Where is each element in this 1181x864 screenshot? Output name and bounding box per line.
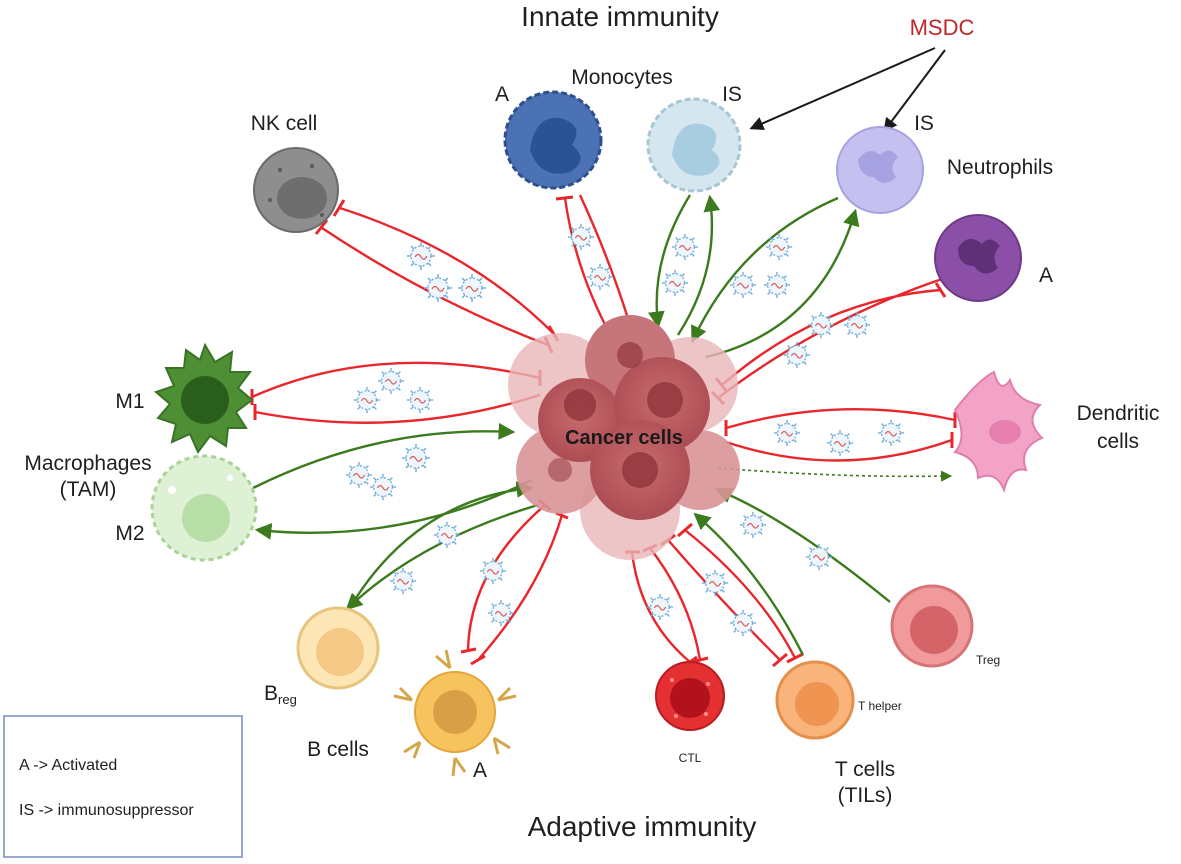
dendritic-cells-label: cells	[1097, 430, 1139, 453]
th-inhibit-1	[667, 539, 781, 661]
nk-cell-icon	[253, 147, 339, 233]
ctl-label: CTL	[679, 751, 702, 765]
mono-a-inhibit-2	[578, 194, 632, 326]
neutrophil-a-label: A	[1039, 264, 1053, 287]
neu-is-promote-2	[705, 208, 860, 359]
breg-promote-2	[345, 503, 539, 611]
t-helper-cell-icon	[775, 660, 855, 740]
m2-promote-2	[254, 478, 533, 540]
m2-label: M2	[115, 522, 144, 545]
monocyte-is-label: IS	[722, 83, 742, 106]
b-reg-cell-icon	[296, 606, 380, 690]
msdc-arrows	[749, 47, 946, 133]
promotion-connectors	[252, 194, 953, 656]
m2-promote-1	[252, 422, 516, 490]
neutrophil-is-label: IS	[914, 112, 934, 135]
m1-inhibit-1	[251, 361, 541, 399]
th-inhibit-2	[684, 529, 797, 659]
dc-inhibit-2	[725, 438, 953, 462]
dc-inhibit-1	[725, 408, 956, 430]
nk-cell-label: NK cell	[251, 112, 318, 135]
dendritic-cell-icon	[953, 370, 1044, 494]
legend-activated: A -> Activated	[19, 757, 118, 774]
monocytes-label: Monocytes	[571, 66, 673, 89]
mono-a-inhibit-1	[563, 197, 614, 339]
macrophage-m1-icon	[154, 342, 254, 454]
dendritic-label: Dendritic	[1077, 402, 1160, 425]
b-cell-a-label: A	[473, 759, 487, 782]
ctl-inhibit-1	[630, 551, 691, 663]
msdc-label: MSDC	[910, 15, 975, 40]
mono-is-promote-1	[648, 194, 692, 329]
t-helper-label: T helper	[858, 699, 902, 713]
neutrophils-label: Neutrophils	[947, 156, 1053, 179]
cancer-cells-cluster	[508, 315, 740, 560]
b-reg-label: Breg	[264, 682, 297, 707]
treg-label: Treg	[976, 653, 1000, 667]
innate-immunity-heading: Innate immunity	[521, 1, 719, 32]
neu-is-promote-1	[691, 196, 839, 344]
tam-label: (TAM)	[60, 478, 117, 501]
th-promote-1	[693, 512, 805, 656]
cancer-cells-label: Cancer cells	[565, 427, 683, 449]
monocyte-immunosuppressor-icon	[646, 97, 742, 193]
m1-inhibit-2	[254, 393, 541, 424]
neutrophil-activated-icon	[934, 214, 1022, 302]
ctl-inhibit-2	[649, 547, 702, 661]
bcell-a-inhibit-2	[477, 514, 564, 661]
m1-label: M1	[115, 390, 144, 413]
treg-promote-1	[714, 487, 891, 603]
b-cell-activated-icon	[393, 649, 517, 777]
legend-immunosuppressor: IS -> immunosuppressor	[19, 802, 194, 819]
monocyte-a-label: A	[495, 83, 509, 106]
b-cells-label: B cells	[307, 738, 369, 761]
adaptive-immunity-heading: Adaptive immunity	[528, 811, 757, 842]
macrophage-m2-icon	[150, 454, 258, 562]
mono-is-promote-2	[676, 194, 721, 336]
dc-dotted-promote	[717, 467, 953, 482]
neu-a-inhibit-2	[717, 276, 946, 399]
treg-cell-icon	[890, 584, 974, 668]
t-cells-label: T cells	[835, 758, 895, 781]
breg-promote-1	[354, 481, 534, 599]
legend-box: A -> Activated IS -> immunosuppressor	[3, 715, 243, 858]
ctl-cell-icon	[655, 661, 725, 731]
macrophages-label: Macrophages	[24, 452, 151, 475]
neutrophil-immunosuppressor-icon	[836, 126, 924, 214]
monocyte-activated-icon	[503, 90, 603, 190]
nk-inhibit-1	[339, 206, 554, 334]
tils-label: (TILs)	[838, 784, 893, 807]
